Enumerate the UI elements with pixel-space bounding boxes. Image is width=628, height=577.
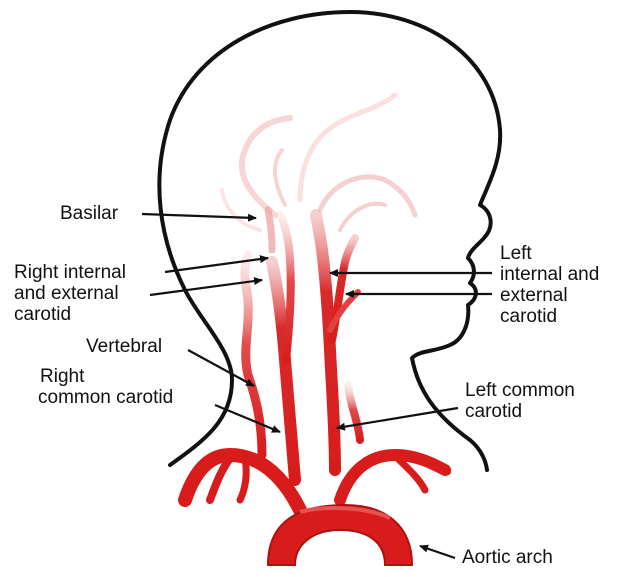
pointer-arrows (142, 214, 492, 558)
label-vertebral: Vertebral (86, 336, 162, 357)
label-aortic-arch: Aortic arch (462, 547, 553, 568)
arch-branches (185, 455, 448, 510)
label-right-common-carotid: Right common carotid (40, 366, 173, 408)
arrow-right-common-carotid (215, 405, 280, 432)
arrow-right-internal (165, 258, 268, 272)
label-left-common-carotid: Left common carotid (465, 380, 575, 422)
arrow-aortic-arch (420, 546, 455, 558)
aortic-arch-shape (268, 505, 412, 565)
neck-arteries (245, 210, 360, 480)
label-basilar: Basilar (60, 203, 118, 224)
label-right-internal-external-carotid: Right internal and external carotid (14, 262, 126, 325)
label-left-internal-external-carotid: Left internal and external carotid (500, 243, 599, 327)
arrow-basilar (142, 214, 256, 218)
